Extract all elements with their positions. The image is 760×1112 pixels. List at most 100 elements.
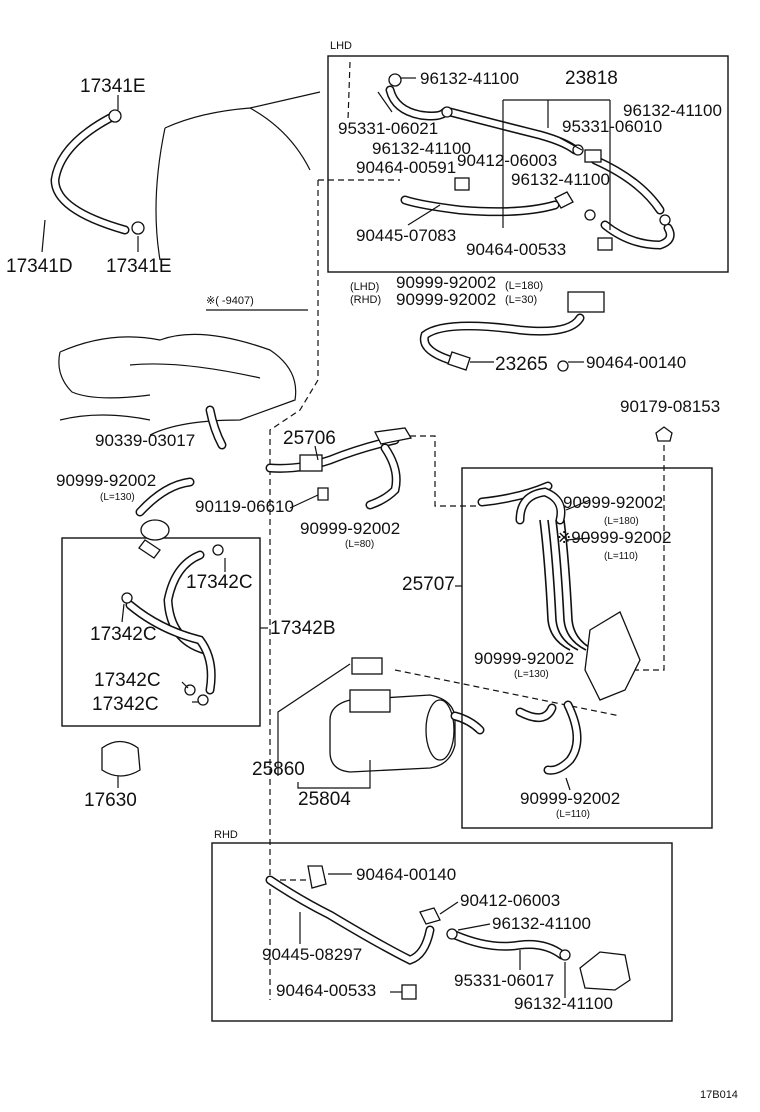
vacuum-switch-icon [140,519,170,541]
lhd-box [327,55,729,273]
clamp-icon [212,544,224,556]
label-95331-06017: 95331-06017 [454,971,554,990]
vsv-icon [567,291,605,313]
label-90464-00140: 90464-00140 [586,353,686,372]
label-90999-92002: 90999-92002 [396,290,496,309]
label-length-180: (L=180) [505,280,543,292]
label-96132-41100: 96132-41100 [511,170,610,189]
clamp-icon [572,144,584,156]
clamp-icon [197,694,209,706]
label-17341d: 17341D [6,256,73,277]
label-96132-41100: 96132-41100 [492,914,591,933]
label-length-80: (L=80) [345,539,374,550]
figure-code: 17B014 [700,1089,738,1101]
clamp-icon [131,221,145,235]
vsv-23265-icon [447,351,471,371]
label-90445-08297: 90445-08297 [262,945,362,964]
label-96132-41100: 96132-41100 [514,994,613,1013]
lhd-box-label: LHD [330,40,352,52]
label-90999-92002: 90999-92002 [520,789,620,808]
nut-icon [655,426,673,442]
label-length-30: (L=30) [505,294,537,306]
bolt-icon [317,487,329,501]
pipe-bundle [539,519,571,651]
label-length-110: (L=110) [556,809,590,820]
label-23265: 23265 [495,354,548,375]
hose-17341d [50,113,130,235]
label-17342c: 17342C [94,670,161,691]
bracket-25707-icon [584,611,641,701]
clip-90464-00533-icon [401,984,417,1000]
label-17342b: 17342B [270,618,336,639]
label-90999-92002: ※90999-92002 [557,528,671,547]
box-25707 [461,467,713,829]
fitting-icon [138,539,161,559]
clip-icon [454,177,470,191]
label-95331-06021: 95331-06021 [338,119,438,138]
label-length-130: (L=130) [514,669,549,680]
clamp-icon [388,73,402,87]
rhd-box [211,842,673,1022]
vsv-rhd-icon [579,951,631,991]
label-17342c: 17342C [90,624,157,645]
clip-icon [557,360,569,372]
label-95331-06010: 95331-06010 [562,117,662,136]
label-length-180: (L=180) [604,516,639,527]
label-90119-06610: 90119-06610 [195,497,294,516]
connector-icon [584,149,602,163]
connector-icon [374,427,413,445]
label-lhd-tag: (LHD) [350,281,379,293]
canister-bracket-icon [349,689,391,713]
label-90999-92002: 90999-92002 [474,649,574,668]
label-17341e: 17341E [106,256,172,277]
label-90464-00591: 90464-00591 [356,158,456,177]
label-90412-06003: 90412-06003 [460,891,560,910]
label-length-130: (L=130) [100,492,135,503]
label-17342c: 17342C [186,572,253,593]
rhd-box-label: RHD [214,829,238,841]
label-90339-03017: 90339-03017 [95,431,195,450]
clamp-icon [441,106,453,118]
label-25707: 25707 [402,574,455,595]
label-25860: 25860 [252,759,305,780]
label-90999-92002: 90999-92002 [396,273,496,292]
label-90445-07083: 90445-07083 [356,226,456,245]
label-25804: 25804 [298,789,351,810]
label-90999-92002: 90999-92002 [56,471,156,490]
clip-icon [597,237,613,251]
label-96132-41100: 96132-41100 [420,69,519,88]
clamp-icon [446,928,458,940]
label-96132-41100: 96132-41100 [372,139,471,158]
canister-cap-icon [425,699,455,761]
label-90412-06003: 90412-06003 [457,151,557,170]
label-17342c: 17342C [92,694,159,715]
label-rhd-tag: (RHD) [350,294,381,306]
tank-outline [164,91,321,129]
union-icon [554,191,574,209]
sensor-17630-icon [101,740,141,777]
label-17630: 17630 [84,790,137,811]
clamp-icon [584,209,596,221]
union-90412-icon [419,907,441,925]
label-90464-00533: 90464-00533 [276,981,376,1000]
clamp-icon [659,214,671,226]
label-90999-92002: 90999-92002 [300,519,400,538]
label-length-110: (L=110) [604,551,638,562]
label-90179-08153: 90179-08153 [620,397,720,416]
engine-outline [59,333,297,436]
label-90999-92002: 90999-92002 [563,493,663,512]
label-96132-41100: 96132-41100 [623,101,722,120]
label-90464-00140: 90464-00140 [356,865,456,884]
vsv-25860-icon [351,657,383,675]
clip-90464-00140-icon [307,865,327,889]
label-23818: 23818 [565,68,618,89]
label-25706: 25706 [283,428,336,449]
clamp-icon [559,949,571,961]
label-90464-00533: 90464-00533 [466,240,566,259]
charcoal-canister-icon [329,694,456,773]
label-note-9407: ※( -9407) [206,295,254,307]
clamp-icon [121,592,133,604]
clamp-icon [108,109,122,123]
label-17341e: 17341E [80,76,146,97]
